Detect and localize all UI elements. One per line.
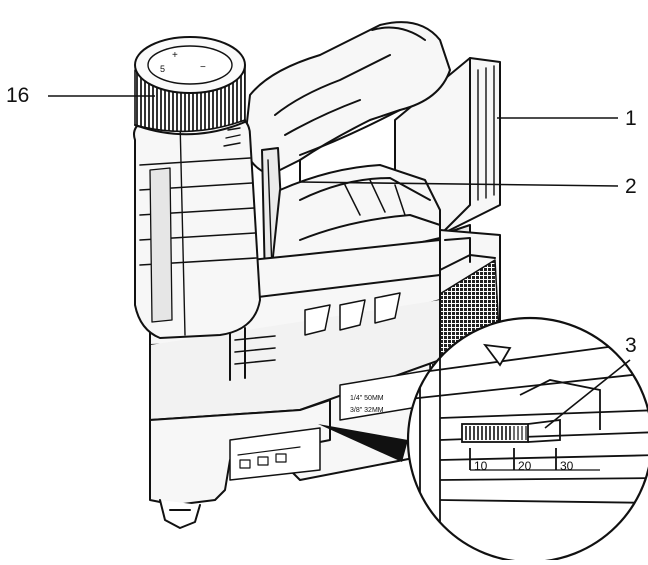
callout-2: 2 bbox=[625, 175, 637, 198]
svg-text:3/8" 32MM: 3/8" 32MM bbox=[350, 407, 384, 414]
svg-text:5: 5 bbox=[160, 64, 165, 74]
depth-scale: 10 20 30 bbox=[465, 426, 600, 473]
svg-text:+: + bbox=[172, 50, 178, 61]
callout-16: 16 bbox=[6, 84, 30, 107]
zoom-inset: 10 20 30 bbox=[406, 316, 648, 564]
leader-line-2 bbox=[299, 181, 619, 187]
motor-housing bbox=[133, 111, 261, 339]
leader-line-3 bbox=[544, 359, 631, 429]
callout-3: 3 bbox=[625, 334, 637, 357]
svg-text:1/4" 50MM: 1/4" 50MM bbox=[350, 395, 384, 402]
leader-lines bbox=[48, 95, 631, 429]
scale-tick-10: 10 bbox=[474, 459, 488, 473]
scale-tick-20: 20 bbox=[518, 459, 532, 473]
callout-1: 1 bbox=[625, 107, 637, 130]
nosepiece bbox=[149, 399, 331, 529]
depth-dial: + − 5 bbox=[134, 36, 246, 136]
zoom-pointer bbox=[318, 424, 408, 462]
svg-text:−: − bbox=[200, 62, 206, 73]
scale-tick-30: 30 bbox=[560, 459, 574, 473]
